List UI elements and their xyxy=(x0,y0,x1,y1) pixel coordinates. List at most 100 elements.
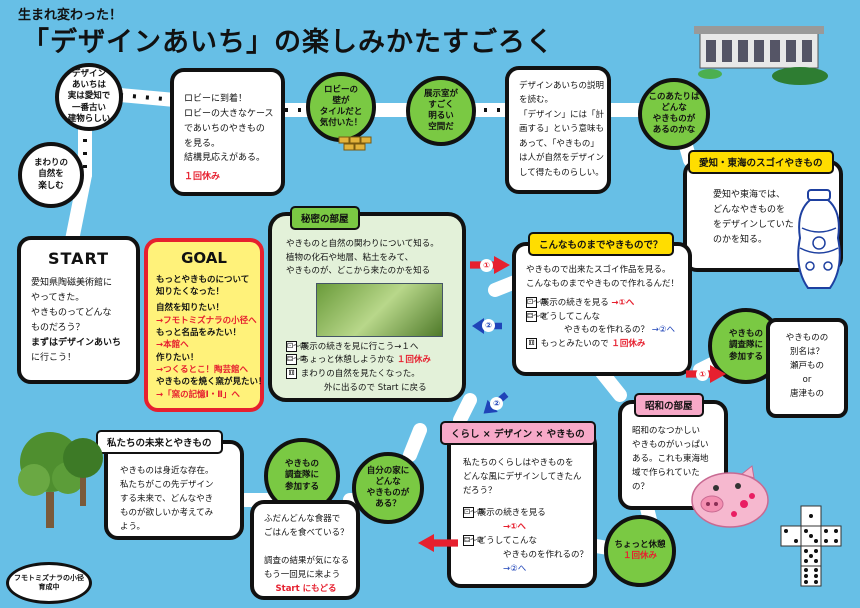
kurashi-line: 私たちのくらしはやきものを xyxy=(463,458,574,468)
kurashi-tag: くらし × デザイン × やきもの xyxy=(440,421,596,445)
konna-line: やきもので出来たスゴイ作品を見る。 xyxy=(526,265,671,275)
square-short-break: ちょっと休憩 １回休み xyxy=(604,515,676,587)
showa-line: 域で作られていた xyxy=(632,468,700,479)
choice-text: どうしてこんな xyxy=(477,536,537,547)
betsumei-square: やきものの 別名は？ 瀬戸もの or 唐津もの xyxy=(766,318,848,418)
building-illustration xyxy=(694,26,828,85)
mirai-tag: 私たちの未来とやきもの xyxy=(96,430,223,454)
explain-line: して得たものらしい。 xyxy=(519,167,604,178)
dice-net-illustration xyxy=(780,505,842,587)
lobby-line: を見る。 xyxy=(184,138,221,149)
choice-text: 展示の続きを見る xyxy=(540,298,609,309)
sugoi-line: のかを知る。 xyxy=(713,234,768,245)
start-line: に行こう！ xyxy=(31,352,77,363)
lobby-line: であいちのやきもの xyxy=(184,123,265,134)
start-line: 愛知県陶磁美術館に xyxy=(31,278,113,289)
choice-text: 展示の続きを見る xyxy=(477,508,546,519)
dice-icon: ⚅ xyxy=(526,337,537,349)
kurashi-line: だろう？ xyxy=(463,486,497,497)
choice-arrow: １回休み xyxy=(611,338,646,349)
route-1-marker: ① xyxy=(480,259,493,272)
goal-label: GOAL xyxy=(181,249,227,267)
explain-line: 画する」という意味も xyxy=(519,124,605,135)
chosa-back-to-start: Start にもどる xyxy=(275,584,337,595)
goal-question: やきものを焼く窯が見たい！ xyxy=(156,377,267,388)
choice-arrow: →②へ xyxy=(651,325,675,336)
goal-square: GOAL もっとやきものについて 知りたくなった！ 自然を知りたい！ →フモトミ… xyxy=(144,238,267,412)
chosa-line: ふだんどんな食器で xyxy=(264,514,341,524)
explain-line: は人が自然をデザイン xyxy=(519,153,605,164)
goal-answer: →「窯の記憶Ⅰ・Ⅱ」へ xyxy=(156,389,240,400)
explain-line: 「デザイン」には「計 xyxy=(519,109,605,120)
break-label: ちょっと休憩 xyxy=(614,539,666,550)
fumoto-bubble: フモトミズナラの小径 育成中 xyxy=(6,562,92,604)
showa-tag: 昭和の部屋 xyxy=(634,393,704,417)
lobby-line: 結構見応えがある。 xyxy=(184,153,266,164)
dice-icon: ⚃〜⚄ xyxy=(286,354,307,366)
chosa-line xyxy=(264,540,348,554)
lobby-skip: １回休み xyxy=(184,172,221,183)
route-1-marker-right: ① xyxy=(696,368,709,381)
choice-text: 外に出るので Start に戻る xyxy=(324,382,427,393)
tile-icon xyxy=(338,136,372,151)
showa-line: の？ xyxy=(632,482,650,493)
explain-square: デザインあいちの説明 を読む。 「デザイン」には「計 画する」という意味も あっ… xyxy=(505,66,611,194)
explain-line: を読む。 xyxy=(519,95,554,106)
fumoto-line: フモトミズナラの小径 xyxy=(14,573,84,582)
sugoi-line: をデザインしていた xyxy=(713,219,794,230)
dice-icon: ⚃〜⚅ xyxy=(463,535,484,547)
himitsu-tag: 秘密の部屋 xyxy=(290,206,360,230)
start-line: まずはデザインあいち xyxy=(31,337,122,348)
break-skip: １回休み xyxy=(622,551,657,561)
piggy-bank-illustration xyxy=(691,465,769,528)
start-line: やってきた。 xyxy=(31,293,85,304)
choice-text: どうしてこんな xyxy=(540,311,600,322)
explain-line: あって、「やきもの」 xyxy=(519,138,599,149)
sugoi-tag: 愛知・東海のスゴイやきもの xyxy=(688,150,834,174)
choice-text: やきものを作れるの？ xyxy=(503,550,589,561)
lobby-line: ロビーに到着！ xyxy=(184,94,248,104)
mirai-line: やきものは身近な存在。 xyxy=(120,466,214,476)
choice-text: もっとみたいので xyxy=(540,338,609,349)
choice-arrow: →②へ xyxy=(503,564,527,575)
header-sup: 生まれ変わった！ xyxy=(18,8,123,23)
choice-arrow: →①へ xyxy=(611,298,635,309)
start-line: ものだろう？ xyxy=(31,322,85,333)
kurashi-square: 私たちのくらしはやきものを どんな風にデザインしてきたん だろう？ ⚀〜⚂ 展示… xyxy=(447,430,597,588)
mirai-line: 私たちがこの先デザイン xyxy=(120,480,214,491)
square-local-ware: このあたりは どんな やきものが あるのかな xyxy=(638,78,710,150)
himitsu-line: 植物の化石や地層、粘土をみて、 xyxy=(286,252,414,263)
dice-icon: ⚃〜⚄ xyxy=(526,310,547,322)
vase-illustration xyxy=(797,189,841,289)
mirai-square: やきものは身近な存在。 私たちがこの先デザイン する未来で、どんなやき ものが欲… xyxy=(104,440,244,540)
start-label: START xyxy=(47,249,110,268)
goal-answer: →本館へ xyxy=(156,340,189,351)
goal-answer: →フモトミズナラの小径へ xyxy=(156,315,257,326)
dice-icon: ⚀〜⚂ xyxy=(286,340,307,352)
route-2-marker: ② xyxy=(482,319,495,332)
lobby-line: ロビーの大きなケース xyxy=(184,108,274,119)
chosa-line: ごはんを食べている？ xyxy=(264,528,349,539)
start-line: やきものってどんな xyxy=(31,308,112,319)
betsumei-answer: 唐津もの xyxy=(789,389,824,400)
konna-line: こんなものまでやきもので作れるんだ！ xyxy=(526,278,680,289)
square-tile-wall: ロビーの 壁が タイルだと 気付いた！ xyxy=(306,72,376,142)
kurashi-line: どんな風にデザインしてきたん xyxy=(463,472,582,483)
chosa-line: もう一回見に来よう xyxy=(264,570,341,581)
showa-line: 昭和のなつかしい xyxy=(632,426,701,436)
konna-square: やきもので出来たスゴイ作品を見る。 こんなものまでやきもので作れるんだ！ ⚀〜⚂… xyxy=(512,242,692,376)
leaf-photo xyxy=(316,282,443,337)
goal-question: もっと名品をみたい！ xyxy=(156,328,242,338)
betsumei-line: 別名は？ xyxy=(789,347,824,358)
route-2-marker-lower: ② xyxy=(490,397,503,410)
sugoi-line: どんなやきものを xyxy=(713,204,786,215)
choice-arrow: →①へ xyxy=(503,522,526,533)
dice-icon: ⚅ xyxy=(286,367,297,379)
choice-text: 展示の続きを見に行こう→１へ xyxy=(300,341,419,352)
betsumei-or: or xyxy=(802,375,812,386)
fumoto-line: 育成中 xyxy=(38,583,60,591)
tree-illustration-small xyxy=(63,438,103,506)
lobby-square: ロビーに到着！ ロビーの大きなケース であいちのやきもの を見る。 結構見応えが… xyxy=(170,68,285,196)
square-bright-room: 展示室が すごく 明るい 空間だ xyxy=(406,76,476,146)
himitsu-line: やきものと自然の関わりについて知る。 xyxy=(286,239,439,249)
